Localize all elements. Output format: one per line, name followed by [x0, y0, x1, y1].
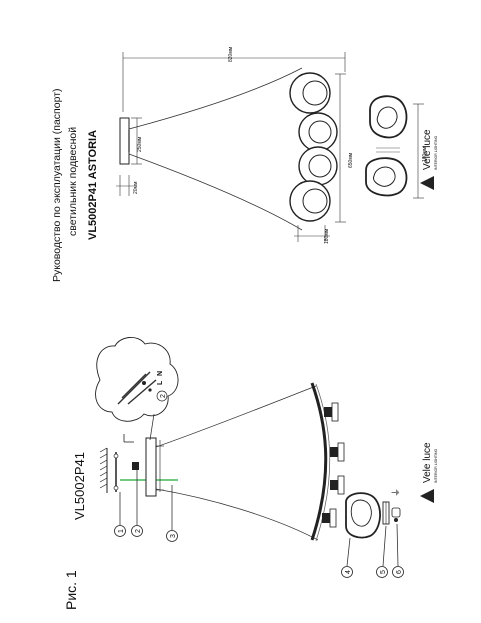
shade-side-2-inner: [373, 166, 396, 187]
callout-6-number: 6: [396, 570, 403, 574]
brand-name-top: Vele luce: [422, 129, 433, 170]
brand-tagline-top: INTERIOR LIGHTING: [434, 135, 438, 170]
terminal-block: [132, 462, 139, 470]
brand-logo-mark-bottom: [420, 489, 434, 503]
wire-letter-n: N: [157, 371, 164, 376]
suspension-wire-lower: [128, 153, 303, 231]
shade-assembly-detail: ⏚: [345, 488, 401, 539]
canopy-top-view: [119, 117, 130, 165]
shade-1-inner: [302, 80, 328, 106]
shade-side-views: [365, 95, 408, 197]
figure-model: VL5002P41: [72, 452, 87, 520]
callout-4-number: 4: [345, 570, 352, 574]
total-height-label: 650мм: [348, 152, 354, 168]
canopy-width-dimension: 250мм: [131, 117, 143, 165]
canopy-width-label: 250мм: [137, 136, 143, 152]
callout-1: 1: [114, 492, 126, 537]
callout-3-number: 3: [170, 534, 177, 538]
shade-height-label: 160мм: [422, 146, 428, 162]
bulb: [391, 507, 401, 518]
callout-5-number: 5: [380, 570, 387, 574]
figure-label: Рис. 1: [63, 570, 79, 610]
overall-length-dimension: 820мм: [122, 46, 346, 112]
fixture-arm: [310, 382, 328, 541]
shade-diameter-label: 180мм: [324, 228, 330, 244]
brand-tagline-bottom: INTERIOR LIGHTING: [434, 448, 438, 483]
fixture-wire-lower: [155, 488, 319, 541]
bulb-power-symbol: ⏚: [391, 488, 401, 497]
shade-4-inner: [302, 188, 328, 214]
ceiling-hatch: [99, 447, 108, 493]
overall-length-label: 820мм: [228, 46, 234, 62]
callout-6: 6: [392, 523, 404, 578]
wire-letter-l: L: [157, 380, 164, 385]
mounting-bracket: [113, 434, 139, 492]
shade-diameter-dimension: 180мм: [294, 225, 330, 244]
callout-4: 4: [341, 537, 353, 578]
brand-logo-mark: [420, 176, 434, 190]
brand-logo-bottom: Vele luce INTERIOR LIGHTING: [420, 442, 438, 503]
total-height-dimension: 650мм: [335, 73, 354, 223]
brand-name-bottom: Vele luce: [422, 442, 433, 483]
callout-1-number: 1: [118, 529, 125, 533]
shade-2-inner: [308, 120, 332, 144]
wiring-detail-bubble: N L 2: [95, 337, 179, 441]
brand-logo-top: Vele luce INTERIOR LIGHTING: [420, 129, 438, 190]
fixture-wire-upper: [155, 385, 317, 448]
bubble-callout-2: 2: [160, 394, 167, 398]
glass-shade-inner: [350, 499, 372, 527]
callout-3: 3: [166, 485, 178, 542]
lamp-holders: [322, 402, 345, 528]
canopy-height-dimension: 20мм: [116, 175, 139, 196]
canopy-height-label: 20мм: [133, 181, 139, 194]
shade-row-top-view: [289, 72, 338, 222]
shade-height-dimension: 160мм: [413, 103, 428, 199]
shade-3-inner: [308, 154, 332, 178]
callout-5: 5: [376, 525, 388, 578]
suspension-wire-upper: [128, 67, 303, 130]
manual-title-line2: светильник подвесной: [67, 127, 79, 236]
manual-model: VL5002P41 ASTORIA: [87, 130, 99, 240]
canopy-cover: [145, 437, 157, 497]
bulb-base: [394, 518, 398, 522]
callout-2-number: 2: [135, 529, 142, 533]
manual-title-line1: Руководство по эксплуатации (паспорт): [51, 89, 63, 283]
callout-2: 2: [131, 470, 143, 537]
shade-side-1-inner: [376, 106, 398, 129]
